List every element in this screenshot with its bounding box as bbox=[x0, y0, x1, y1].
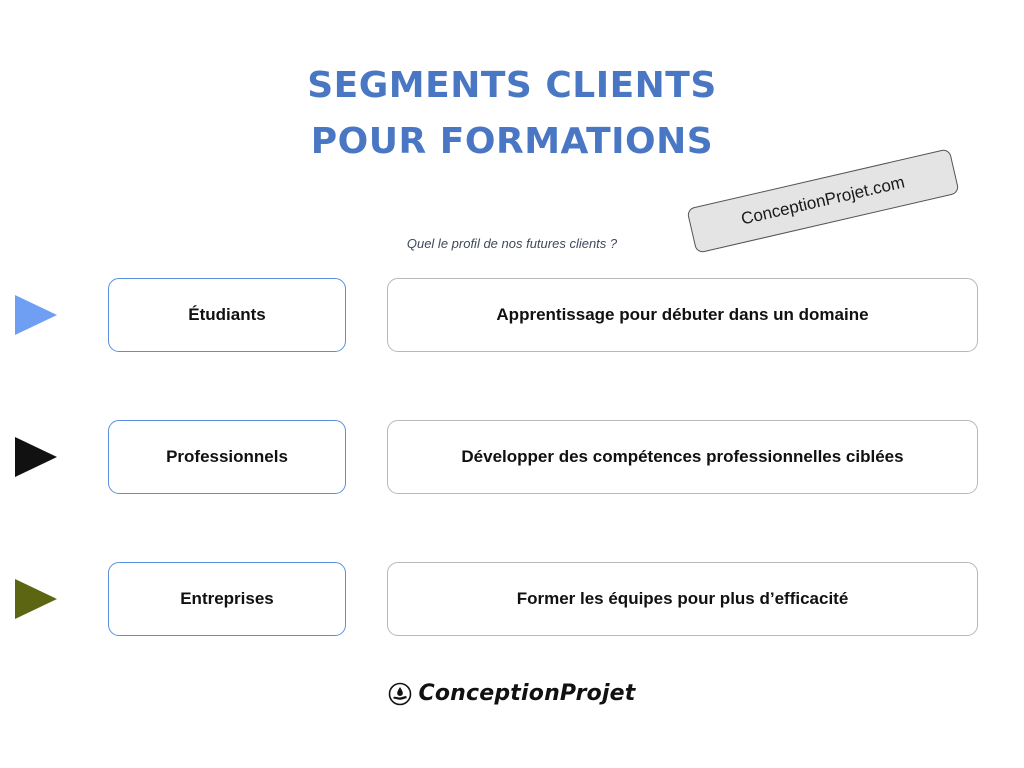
segment-box: Professionnels bbox=[108, 420, 346, 494]
arrow-right-icon bbox=[15, 579, 57, 619]
description-box: Apprentissage pour débuter dans un domai… bbox=[387, 278, 978, 352]
title-line-1: SEGMENTS CLIENTS bbox=[307, 65, 717, 106]
page-title: SEGMENTS CLIENTS POUR FORMATIONS bbox=[0, 58, 1024, 170]
subtitle: Quel le profil de nos futures clients ? bbox=[406, 236, 618, 251]
segment-row-entreprises: Entreprises Former les équipes pour plus… bbox=[0, 562, 1024, 638]
hand-drop-icon bbox=[389, 682, 412, 705]
arrow-right-icon bbox=[15, 437, 57, 477]
segment-row-etudiants: Étudiants Apprentissage pour débuter dan… bbox=[0, 278, 1024, 354]
arrow-right-icon bbox=[15, 295, 57, 335]
brand-logo: ConceptionProjet bbox=[0, 681, 1024, 706]
logo-wordmark: ConceptionProjet bbox=[418, 681, 636, 706]
title-line-2: POUR FORMATIONS bbox=[310, 121, 714, 162]
segment-box: Étudiants bbox=[108, 278, 346, 352]
segment-row-professionnels: Professionnels Développer des compétence… bbox=[0, 420, 1024, 496]
description-box: Former les équipes pour plus d’efficacit… bbox=[387, 562, 978, 636]
description-box: Développer des compétences professionnel… bbox=[387, 420, 978, 494]
segment-box: Entreprises bbox=[108, 562, 346, 636]
